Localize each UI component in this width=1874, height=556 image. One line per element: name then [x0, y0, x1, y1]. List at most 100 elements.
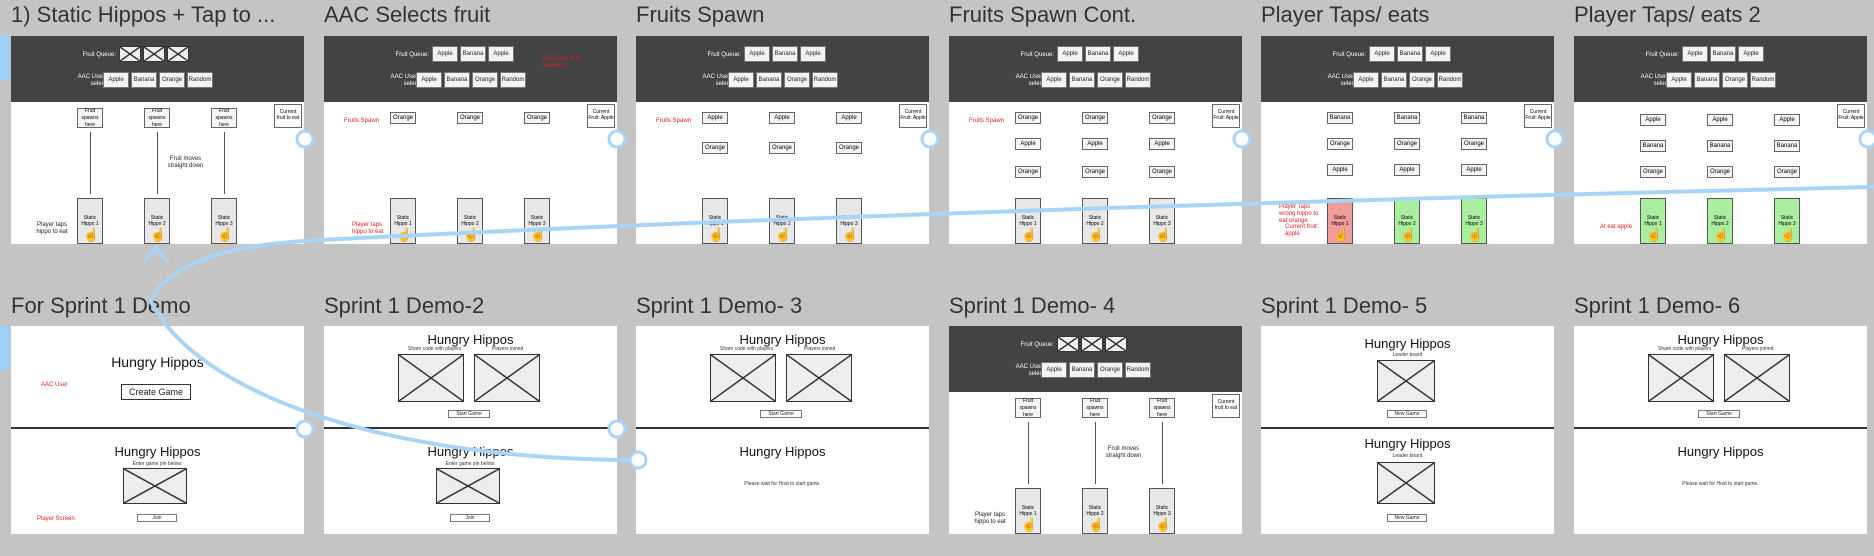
start-game-button[interactable]: Start Game	[448, 410, 490, 418]
start-game-button[interactable]: Start Game	[760, 410, 802, 418]
aac-fruit-button-orange[interactable]: Orange	[159, 72, 185, 88]
hippo-1[interactable]: Static Hippo 1	[1015, 488, 1041, 534]
aac-fruit-button-apple[interactable]: Apple	[728, 72, 754, 88]
fruit-box: Orange	[1707, 166, 1733, 178]
queue-slot-empty	[1081, 336, 1103, 352]
tap-hand-icon: ☝	[1713, 227, 1730, 242]
fruit-box: Orange	[1082, 166, 1108, 178]
create-game-button[interactable]: Create Game	[121, 384, 191, 400]
wait-host-text: Please wait for Host to start game.	[744, 481, 821, 487]
aac-fruit-button-banana[interactable]: Banana	[1069, 72, 1095, 88]
tap-hand-icon: ☝	[775, 227, 792, 242]
hippo-3[interactable]: Static Hippo 3	[1149, 488, 1175, 534]
queue-item: Apple	[1425, 46, 1451, 62]
tap-hand-icon: ☝	[1333, 227, 1350, 242]
frame-title: Player Taps/ eats 2	[1574, 2, 1761, 27]
hungry-hippos-title: Hungry Hippos	[1364, 336, 1451, 351]
fruit-box: Banana	[1707, 140, 1733, 152]
frame-title: Fruits Spawn Cont.	[949, 2, 1137, 27]
aac-fruit-button-random[interactable]: Random	[500, 72, 526, 88]
aac-fruit-button-random[interactable]: Random	[812, 72, 838, 88]
new-game-button[interactable]: New Game	[1387, 514, 1427, 522]
aac-fruit-button-banana[interactable]: Banana	[1694, 72, 1720, 88]
aac-fruit-button-apple[interactable]: Apple	[1353, 72, 1379, 88]
aac-fruit-button-apple[interactable]: Apple	[416, 72, 442, 88]
aac-fruit-button-orange[interactable]: Orange	[1097, 362, 1123, 378]
at-eat-apple-note: At eat apple	[1600, 224, 1633, 230]
aac-fruit-button-random[interactable]: Random	[1437, 72, 1463, 88]
arrow-line	[1162, 422, 1163, 484]
fruit-box: Apple	[769, 112, 795, 124]
player-taps-red-note: Player taps hippo to eat	[352, 222, 384, 235]
hungry-hippos-title: Hungry Hippos	[1677, 444, 1764, 459]
fruits-spawn-note: Fruits Spawn	[344, 118, 380, 124]
aac-fruit-button-random[interactable]: Random	[187, 72, 213, 88]
aac-fruit-button-orange[interactable]: Orange	[1097, 72, 1123, 88]
game-header: Fruit Queue:AAC User fruit selection:App…	[949, 326, 1242, 392]
start-game-button[interactable]: Start Game	[1698, 410, 1740, 418]
fruit-box: Orange	[1015, 112, 1041, 124]
aac-fruit-button-banana[interactable]: Banana	[756, 72, 782, 88]
share-code-text: Share code with players	[408, 346, 462, 352]
aac-fruit-button-apple[interactable]: Apple	[1041, 72, 1067, 88]
join-button[interactable]: Join	[450, 514, 490, 522]
join-button[interactable]: Join	[137, 514, 177, 522]
fruit-queue-label: Fruit Queue:	[1645, 52, 1679, 58]
frame-title: 1) Static Hippos + Tap to ...	[11, 2, 276, 27]
players-joined-image	[474, 354, 540, 402]
fruit-box: Orange	[1015, 166, 1041, 178]
frame-title: Sprint 1 Demo- 4	[949, 293, 1116, 318]
screen-divider	[324, 427, 617, 429]
aac-fruit-button-orange[interactable]: Orange	[1722, 72, 1748, 88]
aac-fruit-button-banana[interactable]: Banana	[131, 72, 157, 88]
aac-fruit-button-banana[interactable]: Banana	[1069, 362, 1095, 378]
tap-hand-icon: ☝	[1400, 227, 1417, 242]
fruit-box: Apple	[1327, 164, 1353, 176]
new-game-button[interactable]: New Game	[1387, 410, 1427, 418]
aac-fruit-button-random[interactable]: Random	[1125, 362, 1151, 378]
hungry-hippos-title: Hungry Hippos	[427, 444, 514, 459]
selection-indicator	[0, 326, 10, 370]
aac-fruit-button-orange[interactable]: Orange	[784, 72, 810, 88]
fruit-box: Apple	[1774, 114, 1800, 126]
fruit-box: Apple	[1640, 114, 1666, 126]
tap-hand-icon: ☝	[530, 227, 547, 242]
queue-item: Apple	[1738, 46, 1764, 62]
tap-hand-icon: ☝	[1646, 227, 1663, 242]
fruit-box: Apple	[836, 112, 862, 124]
hungry-hippos-title: Hungry Hippos	[427, 332, 514, 347]
fruit-box: Orange	[1149, 166, 1175, 178]
share-code-image	[710, 354, 776, 402]
tap-hand-icon: ☝	[83, 227, 100, 242]
arrowhead	[141, 244, 170, 264]
leaderboard-image	[1377, 462, 1435, 504]
fruit-moves-note: Fruit moves straight down	[1105, 446, 1142, 459]
aac-fruit-button-orange[interactable]: Orange	[1409, 72, 1435, 88]
aac-fruit-button-random[interactable]: Random	[1125, 72, 1151, 88]
frame-title: For Sprint 1 Demo	[11, 293, 191, 318]
aac-fruit-button-apple[interactable]: Apple	[1666, 72, 1692, 88]
fruit-box: Orange	[457, 112, 483, 124]
aac-fruit-button-banana[interactable]: Banana	[1381, 72, 1407, 88]
tap-hand-icon: ☝	[1088, 517, 1105, 532]
aac-fruit-button-orange[interactable]: Orange	[472, 72, 498, 88]
aac-fruit-button-banana[interactable]: Banana	[444, 72, 470, 88]
fruit-box: Orange	[1774, 166, 1800, 178]
aac-fruit-button-apple[interactable]: Apple	[103, 72, 129, 88]
enter-pin-text: Enter game pin below:	[445, 461, 496, 467]
fruit-queue-label: Fruit Queue:	[82, 52, 116, 58]
frame-title: Sprint 1 Demo-2	[324, 293, 485, 318]
aac-fruit-button-random[interactable]: Random	[1750, 72, 1776, 88]
fruit-box: Banana	[1774, 140, 1800, 152]
hippo-2[interactable]: Static Hippo 2	[1082, 488, 1108, 534]
aac-fruit-button-apple[interactable]: Apple	[1041, 362, 1067, 378]
fruit-box: Orange	[390, 112, 416, 124]
hippo-1[interactable]: Static Hippo 1	[77, 198, 103, 244]
